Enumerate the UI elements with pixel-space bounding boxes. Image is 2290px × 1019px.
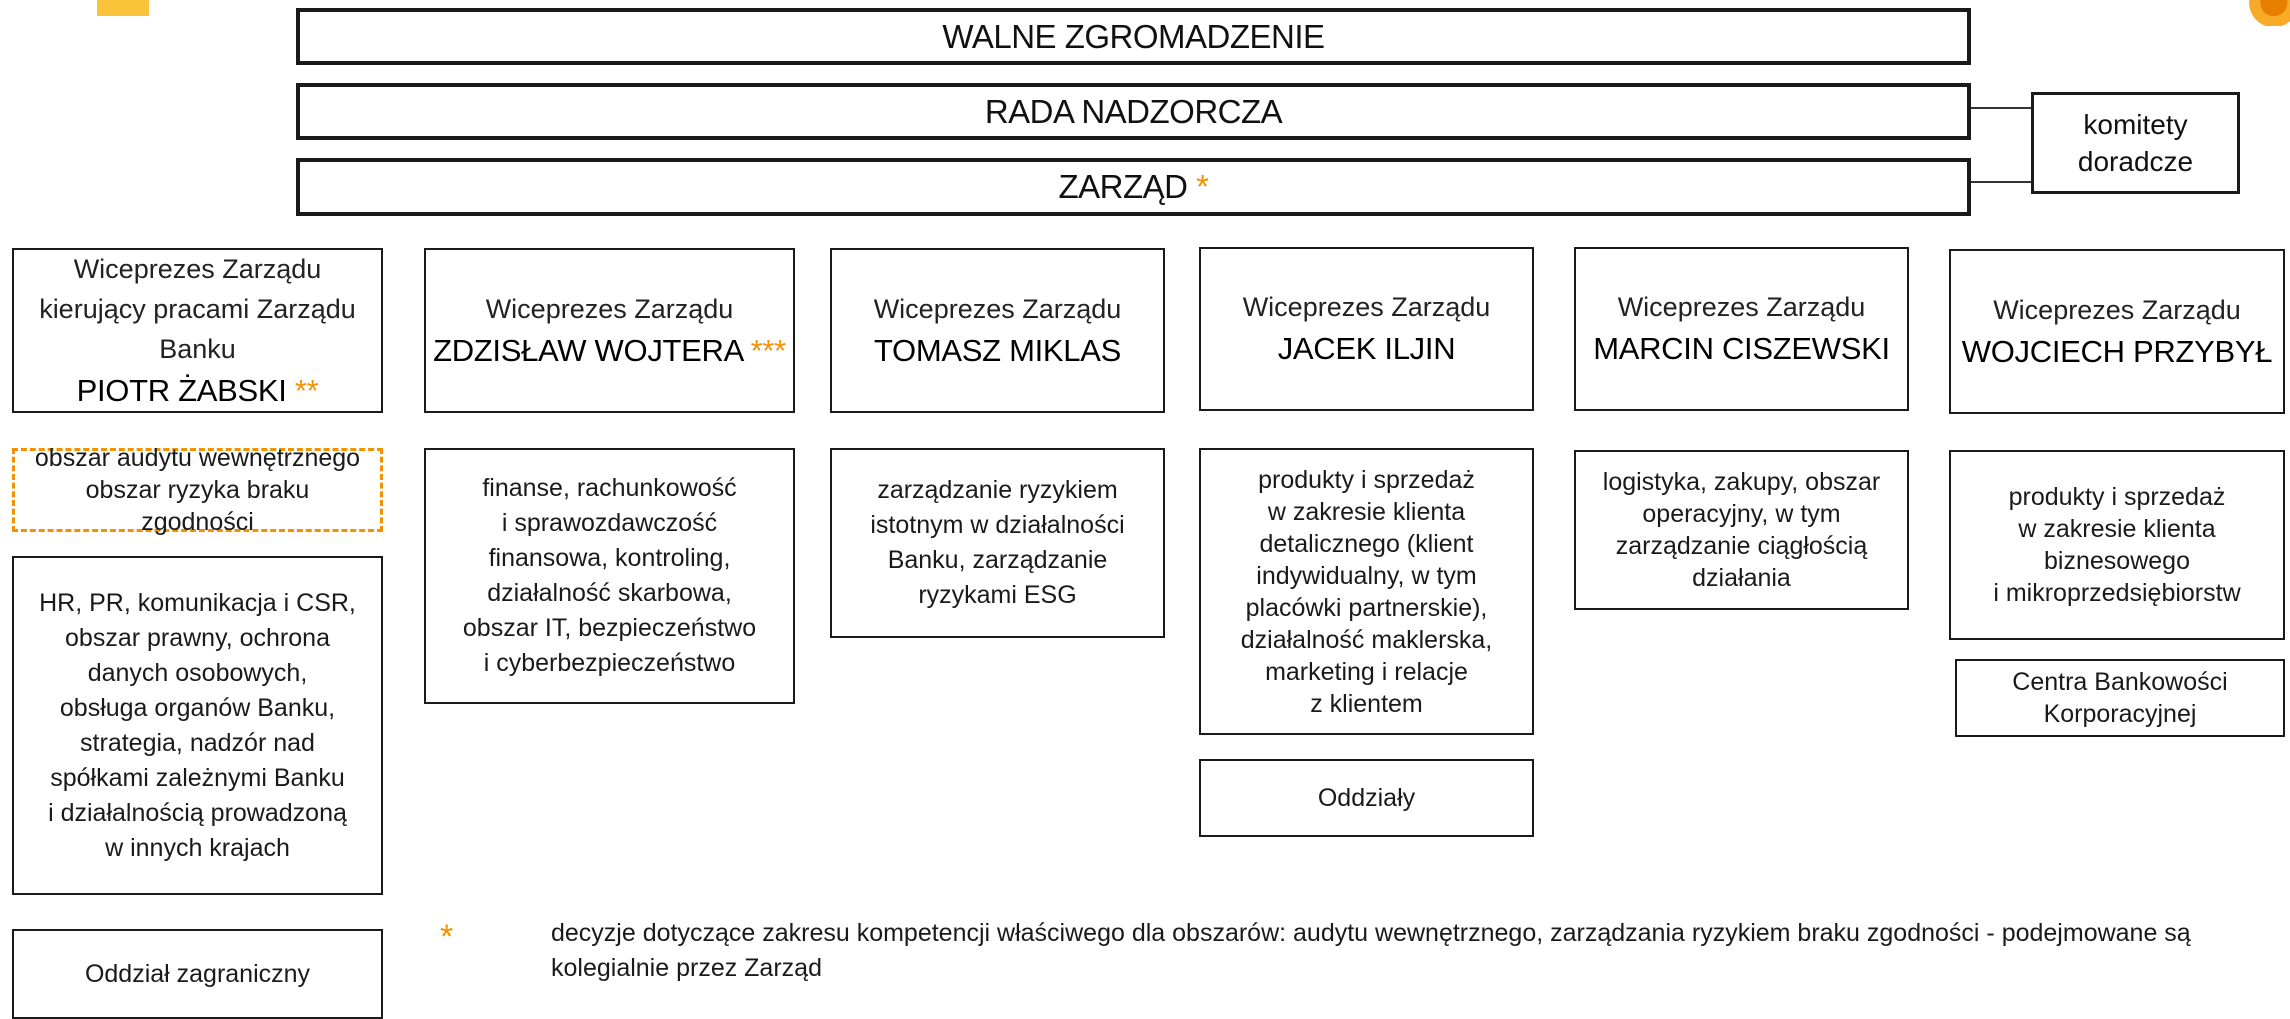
corporate-centers-line: Centra Bankowości: [2012, 668, 2228, 696]
advisory-committees-line1: komitety: [2083, 109, 2188, 140]
area-col6-line: i mikroprzedsiębiorstw: [1993, 579, 2241, 607]
area-box-col1: HR, PR, komunikacja i CSR, obszar prawny…: [12, 556, 383, 895]
vp-box-2: Wiceprezes Zarządu ZDZISŁAW WOJTERA ***: [424, 248, 795, 413]
vp-5-title: Wiceprezes Zarządu: [1617, 292, 1866, 322]
vp-box-6: Wiceprezes Zarządu WOJCIECH PRZYBYŁ: [1949, 249, 2285, 414]
decorative-bar: [97, 0, 149, 16]
area-col6-line: produkty i sprzedaż: [2008, 483, 2226, 511]
area-col4-line: indywidualny, w tym: [1256, 561, 1477, 590]
area-col4-line: detalicznego (klient: [1259, 529, 1474, 558]
vp-3-title: Wiceprezes Zarządu: [873, 293, 1122, 324]
vp-1-title-line: Wiceprezes Zarządu: [73, 253, 322, 284]
foreign-branch-label: Oddział zagraniczny: [84, 960, 311, 988]
vp-1-title-line: kierujący pracami Zarządu: [39, 293, 356, 324]
vp-box-3: Wiceprezes Zarządu TOMASZ MIKLAS: [830, 248, 1165, 413]
corporate-centers-line: Korporacyjnej: [2043, 700, 2197, 728]
area-col2-line: i sprawozdawczość: [501, 509, 718, 537]
area-box-col4: produkty i sprzedaż w zakresie klienta d…: [1199, 448, 1534, 735]
area-col3-line: Banku, zarządzanie: [887, 546, 1108, 574]
area-col2-line: i cyberbezpieczeństwo: [483, 649, 736, 677]
vp-box-4: Wiceprezes Zarządu JACEK ILJIN: [1199, 247, 1534, 411]
management-board-label: ZARZĄD: [1058, 168, 1188, 205]
management-board-mark: *: [1196, 168, 1209, 205]
decorative-flower-logo: [2236, 0, 2290, 26]
area-col5-line: logistyka, zakupy, obszar: [1602, 468, 1881, 496]
vp-3-name: TOMASZ MIKLAS: [873, 332, 1122, 368]
management-board-box: ZARZĄD *: [296, 158, 1971, 216]
area-col5-line: operacyjny, w tym: [1642, 500, 1841, 528]
area-col5-line: działania: [1692, 564, 1791, 592]
vp-2-title: Wiceprezes Zarządu: [485, 293, 734, 324]
area-col4-line: działalność maklerska,: [1240, 625, 1493, 654]
area-col2-line: obszar IT, bezpieczeństwo: [462, 614, 757, 642]
general-meeting-box: WALNE ZGROMADZENIE: [296, 8, 1971, 65]
connector-supervisory-committees: [1971, 107, 2031, 109]
supervisory-board-box: RADA NADZORCZA: [296, 83, 1971, 140]
foreign-branch-box: Oddział zagraniczny: [12, 929, 383, 1019]
area-col4-line: produkty i sprzedaż: [1258, 465, 1475, 494]
area-col2-line: finansowa, kontroling,: [488, 544, 731, 572]
connector-management-committees: [1971, 181, 2031, 183]
area-col4-line: placówki partnerskie),: [1245, 593, 1488, 622]
vp-2-name-row: ZDZISŁAW WOJTERA ***: [433, 329, 786, 373]
area-col1-line: danych osobowych,: [87, 658, 308, 687]
area-col2-line: finanse, rachunkowość: [482, 474, 737, 502]
vp-1-mark: **: [294, 372, 319, 408]
vp-2-name: ZDZISŁAW WOJTERA: [433, 332, 743, 368]
vp-6-title: Wiceprezes Zarządu: [1993, 294, 2241, 325]
vp-6-name: WOJCIECH PRZYBYŁ: [1961, 333, 2273, 369]
management-board-title: ZARZĄD *: [1058, 168, 1209, 206]
vp-1-name: PIOTR ŻABSKI: [76, 372, 287, 408]
supervisory-board-label: RADA NADZORCZA: [984, 92, 1283, 130]
vp-box-1: Wiceprezes Zarządu kierujący pracami Zar…: [12, 248, 383, 413]
area-box-col6: produkty i sprzedaż w zakresie klienta b…: [1949, 450, 2285, 640]
advisory-committees-line2: doradcze: [2077, 146, 2194, 177]
area-box-col3: zarządzanie ryzykiem istotnym w działaln…: [830, 448, 1165, 638]
branches-box: Oddziały: [1199, 759, 1534, 837]
area-col3-line: zarządzanie ryzykiem: [877, 476, 1118, 504]
footnote-text: decyzje dotyczące zakresu kompetencji wł…: [551, 919, 2191, 982]
area-box-col5: logistyka, zakupy, obszar operacyjny, w …: [1574, 450, 1909, 610]
vp-1-name-row: PIOTR ŻABSKI **: [77, 369, 319, 413]
vp-5-name: MARCIN CISZEWSKI: [1593, 331, 1890, 366]
vp-1-title-line: Banku: [159, 333, 236, 364]
branches-label: Oddziały: [1317, 784, 1416, 812]
general-meeting-label: WALNE ZGROMADZENIE: [942, 17, 1325, 55]
area-col4-line: z klientem: [1310, 689, 1423, 718]
vp-box-5: Wiceprezes Zarządu MARCIN CISZEWSKI: [1574, 247, 1909, 411]
area-col1-line: obsługa organów Banku,: [59, 693, 336, 722]
area-col1-line: i działalnością prowadzoną: [48, 798, 347, 827]
area-box-col2: finanse, rachunkowość i sprawozdawczość …: [424, 448, 795, 704]
area-col4-line: marketing i relacje: [1265, 657, 1468, 686]
area-col1-line: w innych krajach: [105, 833, 290, 862]
area-col4-line: w zakresie klienta: [1267, 497, 1466, 526]
advisory-committees-box: komitety doradcze: [2031, 92, 2240, 194]
area-col6-line: biznesowego: [2044, 547, 2190, 575]
area-col1-line: HR, PR, komunikacja i CSR,: [39, 588, 356, 617]
area-col3-line: istotnym w działalności: [870, 511, 1125, 539]
area-col6-line: w zakresie klienta: [2018, 515, 2216, 543]
area-col3-line: ryzykami ESG: [918, 581, 1077, 609]
corporate-banking-centers-box: Centra Bankowości Korporacyjnej: [1955, 659, 2285, 737]
audit-compliance-box: obszar audytu wewnętrznego obszar ryzyka…: [12, 444, 383, 536]
compliance-area-line: obszar ryzyka braku zgodności: [85, 476, 310, 536]
footnote-mark: *: [440, 918, 454, 956]
vp-4-title: Wiceprezes Zarządu: [1242, 292, 1491, 322]
area-col1-line: obszar prawny, ochrona: [65, 623, 330, 652]
area-col1-line: spółkami zależnymi Banku: [50, 763, 345, 792]
audit-area-line: obszar audytu wewnętrznego: [34, 444, 361, 472]
area-col2-line: działalność skarbowa,: [487, 579, 732, 607]
vp-4-name: JACEK ILJIN: [1277, 331, 1456, 366]
vp-2-mark: ***: [750, 332, 787, 368]
area-col5-line: zarządzanie ciągłością: [1615, 532, 1868, 560]
area-col1-line: strategia, nadzór nad: [80, 728, 315, 757]
